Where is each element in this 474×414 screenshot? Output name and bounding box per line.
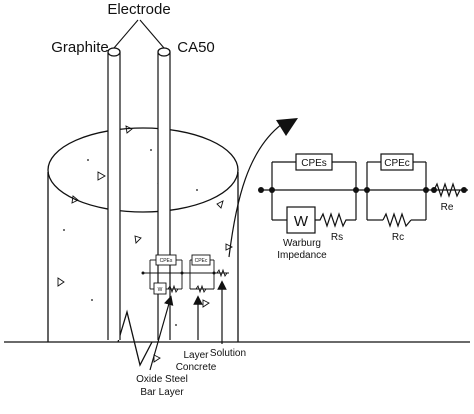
- warburg-caption-1: Warburg: [283, 238, 321, 249]
- warburg-caption-2: Impedance: [277, 250, 327, 261]
- layer-concrete-label-2: Concrete: [176, 362, 217, 373]
- cpe-c-box: [380, 153, 414, 171]
- electrode-connector: [113, 19, 165, 49]
- rs-label: Rs: [331, 232, 343, 243]
- ca50-label: CA50: [177, 39, 215, 56]
- callout-arrows: [149, 280, 227, 371]
- layer-concrete-label-1: Layer: [183, 350, 209, 361]
- mini-cpe-s-box: [155, 254, 177, 266]
- rc-label: Rc: [392, 232, 404, 243]
- aggregate-marks: [57, 125, 234, 363]
- cpe-s-box: [295, 153, 333, 171]
- rs-resistor: [315, 212, 350, 228]
- mini-re-resistor: [216, 268, 228, 278]
- oxide-arrow: [149, 295, 174, 371]
- warburg-label: W: [294, 213, 309, 230]
- graphite-rod-top: [107, 47, 121, 57]
- zoom-curve-arrow: [228, 123, 283, 258]
- concrete-cylinder: [47, 127, 239, 367]
- graphite-label: Graphite: [51, 39, 109, 56]
- oxide-label-2: Bar Layer: [140, 387, 184, 398]
- cpe-c-label: CPEc: [384, 158, 410, 169]
- circuit-nodes: [258, 187, 467, 193]
- cpe-s-label: CPEs: [301, 158, 327, 169]
- mini-warburg-label: W: [158, 287, 163, 293]
- mini-warburg-box: [153, 282, 167, 295]
- mini-circuit-dots: [141, 271, 216, 275]
- ca50-rod-top: [157, 47, 171, 57]
- oxide-label-1: Oxide Steel: [136, 374, 188, 385]
- cylinder-top-ellipse: [47, 127, 239, 213]
- rc-resistor: [382, 212, 412, 228]
- electrode-rods: [107, 47, 171, 340]
- ca50-rod: [157, 47, 171, 340]
- zoom-arrowhead: [276, 118, 298, 136]
- mini-circuit: [143, 254, 229, 295]
- mini-rs-resistor: [167, 284, 179, 294]
- graphite-rod: [107, 47, 121, 340]
- solution-label: Solution: [210, 348, 246, 359]
- mini-cpe-c-label: CPEc: [195, 258, 208, 264]
- mini-rc-resistor: [195, 284, 207, 294]
- mini-cpe-c-box: [191, 254, 211, 266]
- re-resistor: [433, 182, 461, 198]
- electrode-label: Electrode: [107, 1, 170, 18]
- mini-cpe-s-label: CPEs: [160, 258, 173, 264]
- crack-notch: [117, 309, 153, 367]
- re-label: Re: [441, 202, 454, 213]
- equivalent-circuit: [260, 153, 468, 234]
